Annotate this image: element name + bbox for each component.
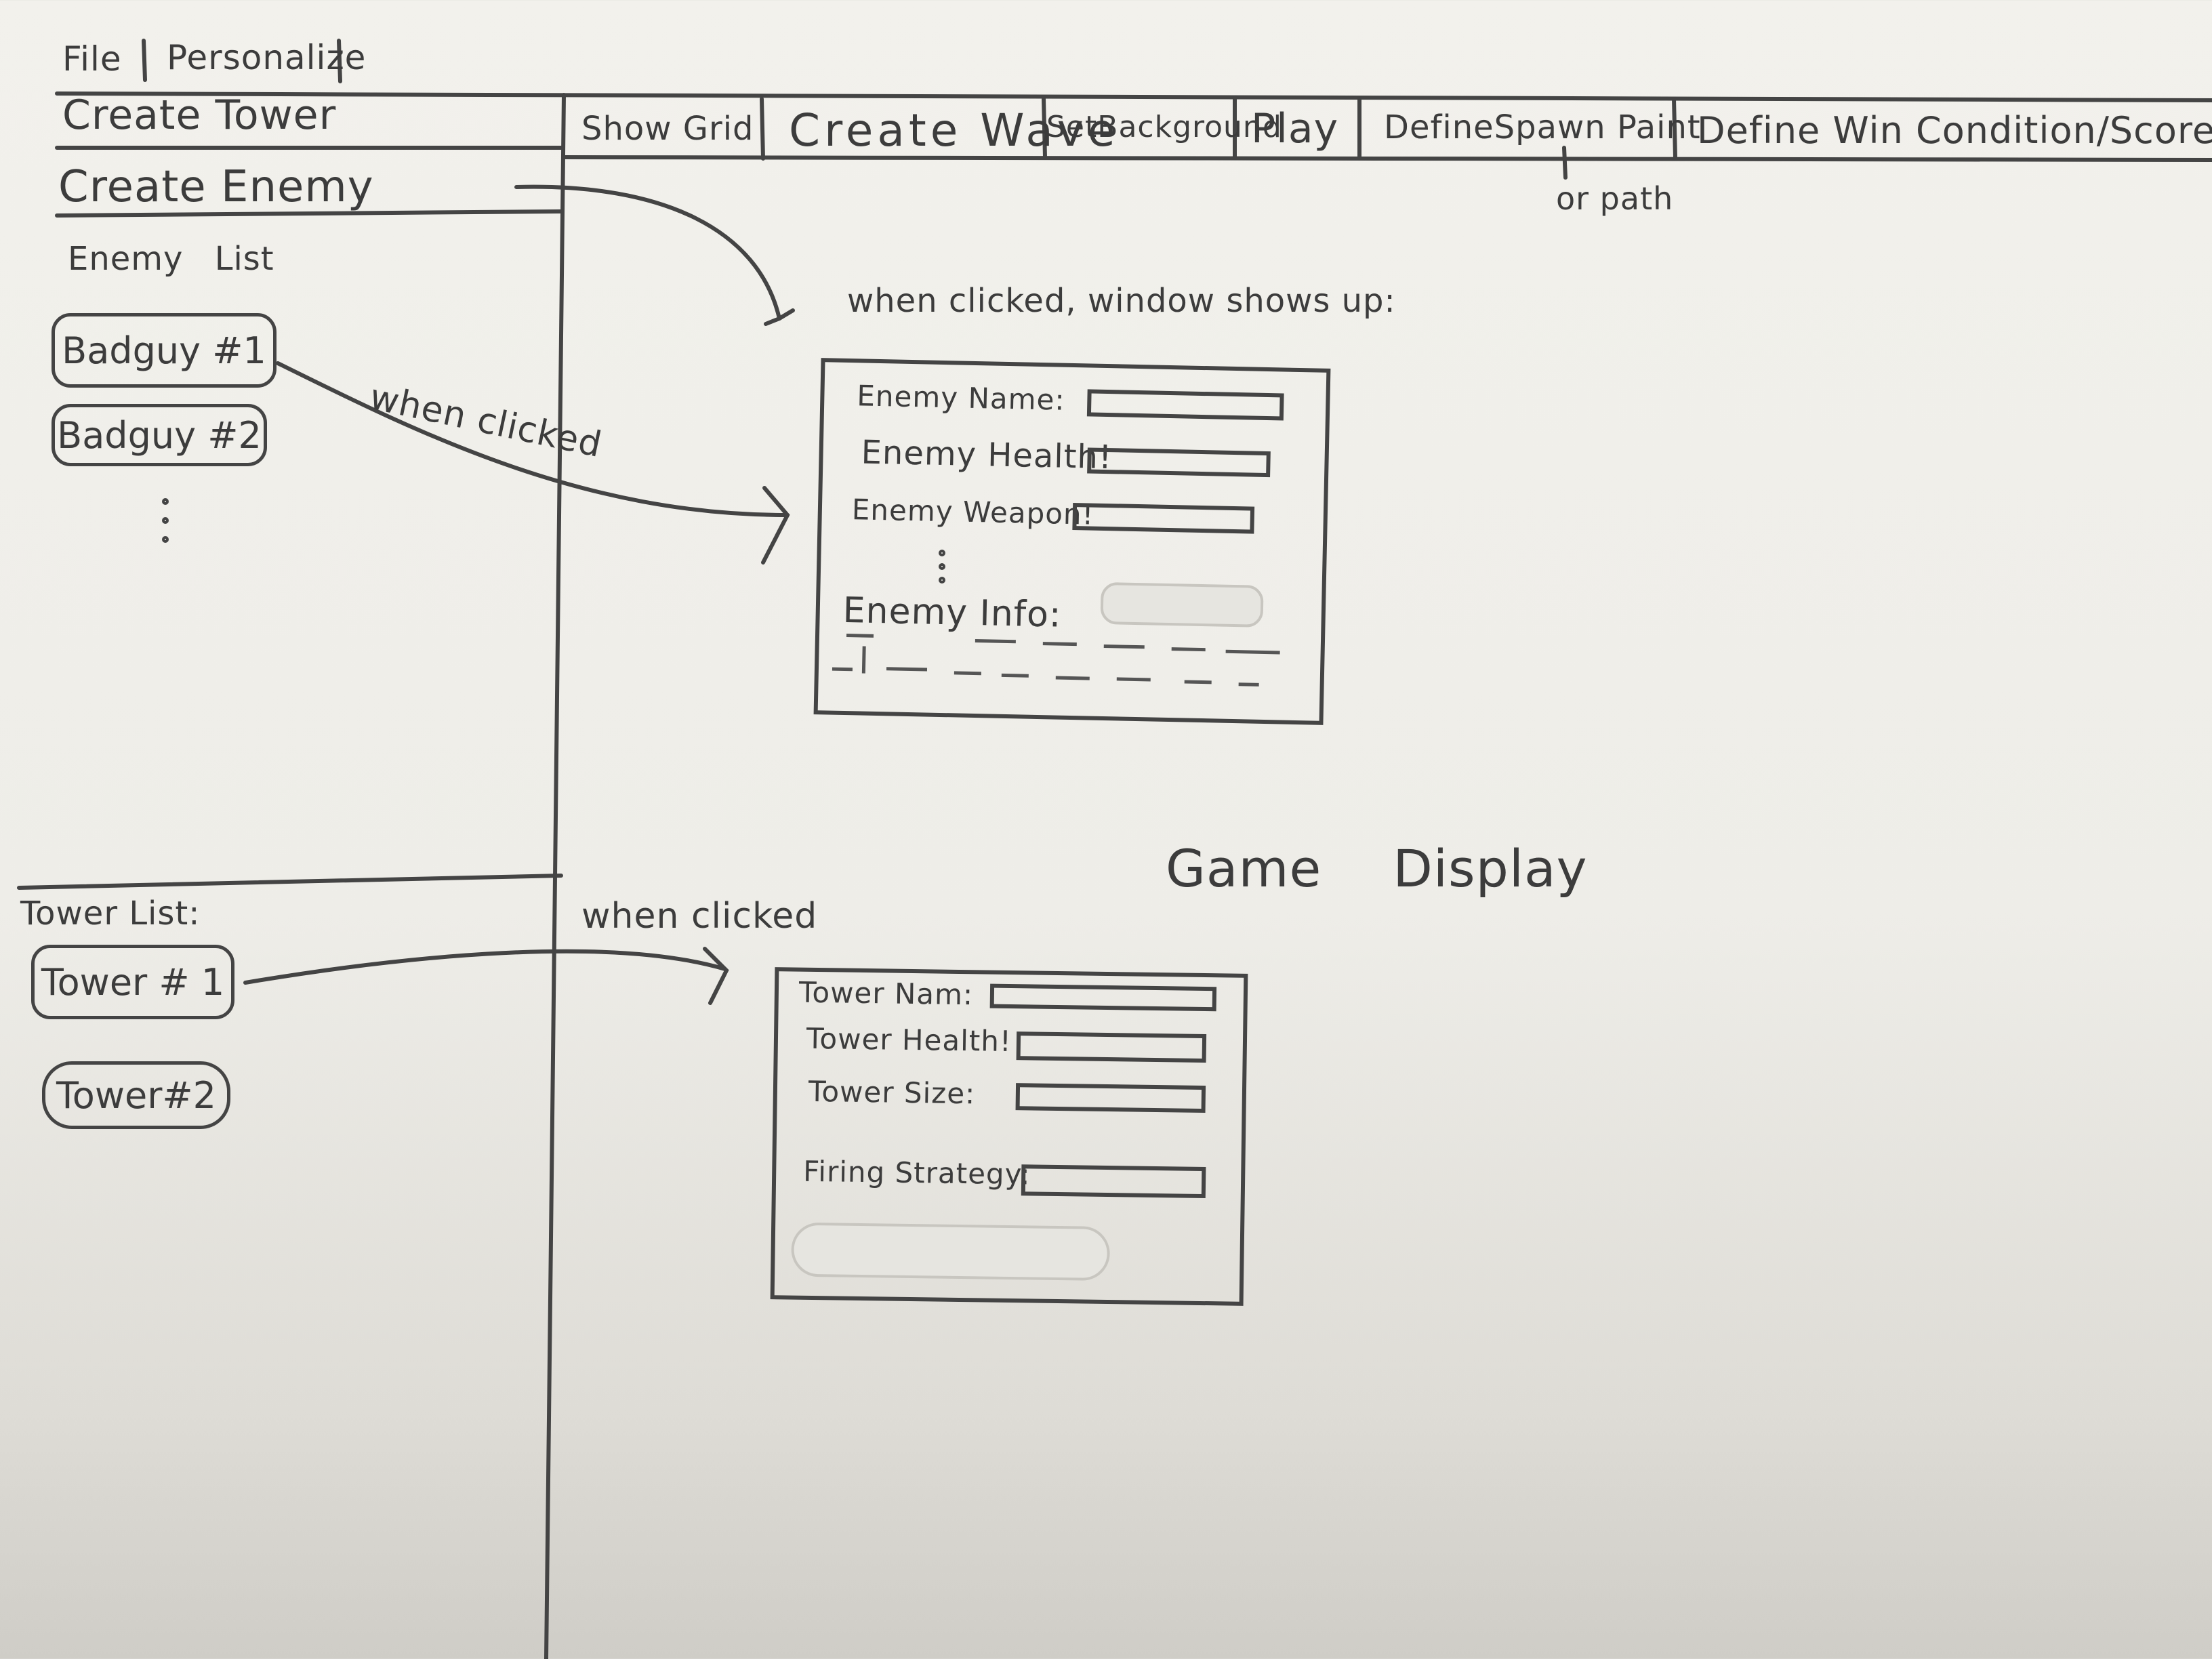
placeholder-dash [1001,673,1029,678]
when-clicked-note: when clicked [581,896,818,937]
arrow-head [761,486,790,565]
toolbar-define-win[interactable]: Define Win Condition/Scores [1697,109,2212,152]
toolbar-create-wave[interactable]: Create Wave [789,104,1120,157]
placeholder-dash [846,634,874,638]
sidebar-rule [17,874,563,890]
create-tower-button[interactable]: Create Tower [62,91,337,139]
window-note: when clicked, window shows up: [847,282,1396,320]
placeholder-dash [1116,677,1151,682]
toolbar-separator [760,97,765,161]
game-display-label: Game Display [1166,838,1588,899]
or-path-note: or path [1556,180,1674,217]
enemy-form-window: Enemy Name: Enemy Health! Enemy Weapon! … [813,358,1331,725]
when-clicked-note: when clicked [366,377,606,466]
enemy-list-item[interactable]: Badguy #1 [52,313,276,388]
enemy-health-field[interactable] [1087,447,1271,478]
tower-list-item[interactable]: Tower#2 [42,1061,230,1129]
create-enemy-button[interactable]: Create Enemy [58,162,374,212]
or-path-pointer [1562,146,1568,180]
placeholder-dash [1103,644,1145,649]
placeholder-dash [861,646,866,674]
enemy-name-field[interactable] [1086,389,1284,421]
placeholder-dash [1238,682,1259,687]
placeholder-dash [975,639,1016,644]
arrow-create-enemy [514,184,781,321]
placeholder-dash [1171,647,1206,652]
arrow-head [703,947,729,1005]
tower-name-field[interactable] [989,983,1217,1012]
tower-size-label: Tower Size: [808,1074,976,1111]
top-rule [55,91,2212,102]
tower-list-title: Tower List: [20,895,201,933]
placeholder-dash [886,667,928,672]
faded-button [1100,581,1264,628]
placeholder-dash [1225,649,1280,655]
placeholder-dash [954,671,981,676]
firing-strategy-label: Firing Strategy: [802,1154,1031,1191]
enemy-health-label: Enemy Health! [861,433,1113,477]
tower-list-item[interactable]: Tower # 1 [31,945,234,1019]
enemy-list-title: Enemy List [68,240,274,278]
tower-form-window: Tower Nam: Tower Health! Tower Size: Fir… [770,967,1248,1306]
placeholder-dash [832,667,853,672]
menu-separator [142,39,147,82]
placeholder-dash [1184,680,1212,684]
tower-health-field[interactable] [1016,1031,1207,1063]
toolbar-define-spawn[interactable]: DefineSpawn Paint [1384,108,1701,146]
placeholder-dash [1042,642,1077,647]
firing-strategy-field[interactable] [1021,1164,1206,1199]
toolbar-play[interactable]: Play [1251,105,1339,152]
menu-personalize[interactable]: Personalize [167,38,367,77]
faded-button [791,1222,1111,1282]
toolbar-show-grid[interactable]: Show Grid [581,110,754,148]
enemy-list-item[interactable]: Badguy #2 [52,404,267,466]
sidebar-divider [544,93,566,1659]
enemy-info-label: Enemy Info: [842,590,1063,636]
tower-name-label: Tower Nam: [798,975,974,1012]
tower-health-label: Tower Health! [806,1021,1012,1059]
placeholder-dash [1055,676,1090,680]
toolbar-rule [562,155,2212,162]
menu-file[interactable]: File [62,39,122,79]
enemy-name-label: Enemy Name: [856,379,1066,417]
toolbar-set-background[interactable]: SetBackground [1046,110,1282,144]
enemy-weapon-label: Enemy Weapon! [851,493,1094,531]
arrow-head [764,308,795,326]
enemy-weapon-field[interactable] [1072,503,1255,534]
tower-size-field[interactable] [1015,1083,1206,1113]
arrow-tower [243,949,727,985]
